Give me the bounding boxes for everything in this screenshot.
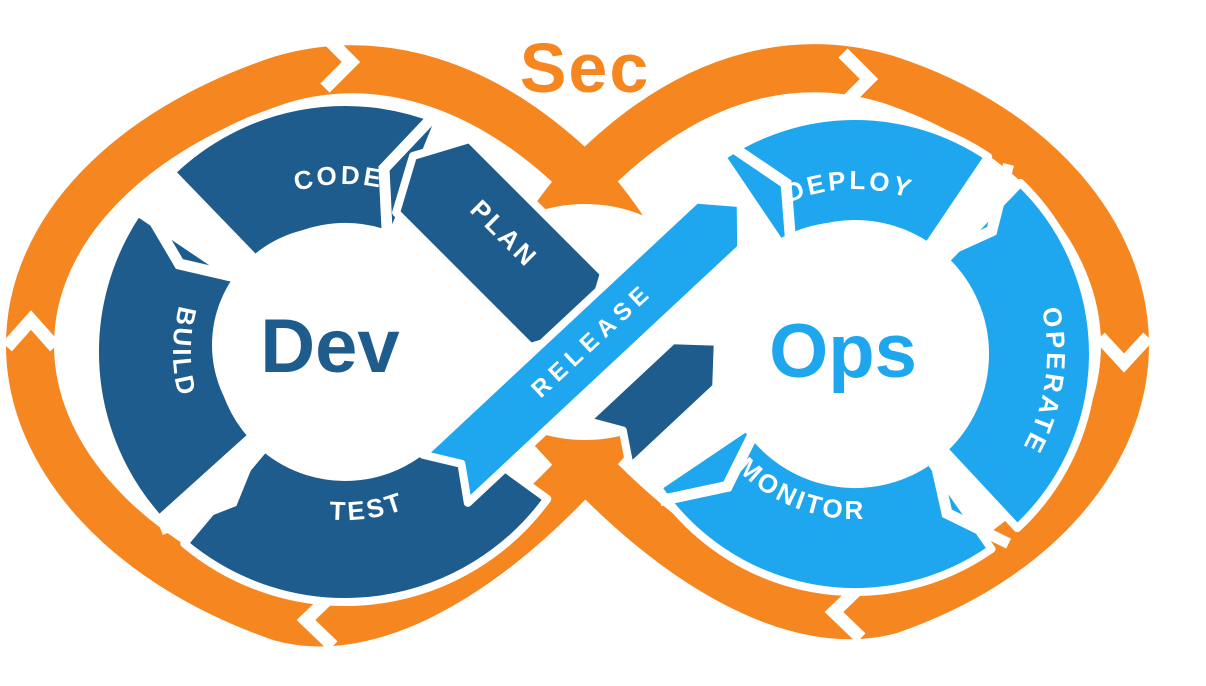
stage-segment-operate — [939, 178, 1097, 533]
build-label: BUILD — [167, 304, 203, 400]
ops-hub-circle — [715, 222, 971, 478]
return-arrow — [582, 336, 722, 472]
segment-divider-chevron — [158, 432, 265, 535]
ops-label: Ops — [769, 309, 917, 394]
stage-segment-test — [180, 421, 552, 606]
sec-label: Sec — [520, 29, 651, 107]
ops-ring — [653, 112, 1097, 596]
loop-arrow-chevron-top-left — [320, 31, 361, 93]
loop-arrow-chevron-right — [1095, 332, 1153, 373]
segment-divider-chevron — [658, 426, 761, 507]
segment-divider-chevron — [378, 109, 441, 242]
segment-divider-chevron — [135, 195, 252, 286]
loop-arrow-chevron-top-right — [838, 48, 879, 110]
dev-ring — [91, 98, 552, 606]
dev-label: Dev — [260, 304, 399, 389]
segment-divider-chevron — [927, 449, 1012, 549]
segment-divider-chevron — [930, 163, 1014, 263]
segment-divider-chevron — [726, 140, 797, 249]
release-band — [418, 195, 746, 507]
dev-hub-circle — [212, 227, 448, 463]
loop-arrow-chevron-left — [2, 310, 60, 352]
